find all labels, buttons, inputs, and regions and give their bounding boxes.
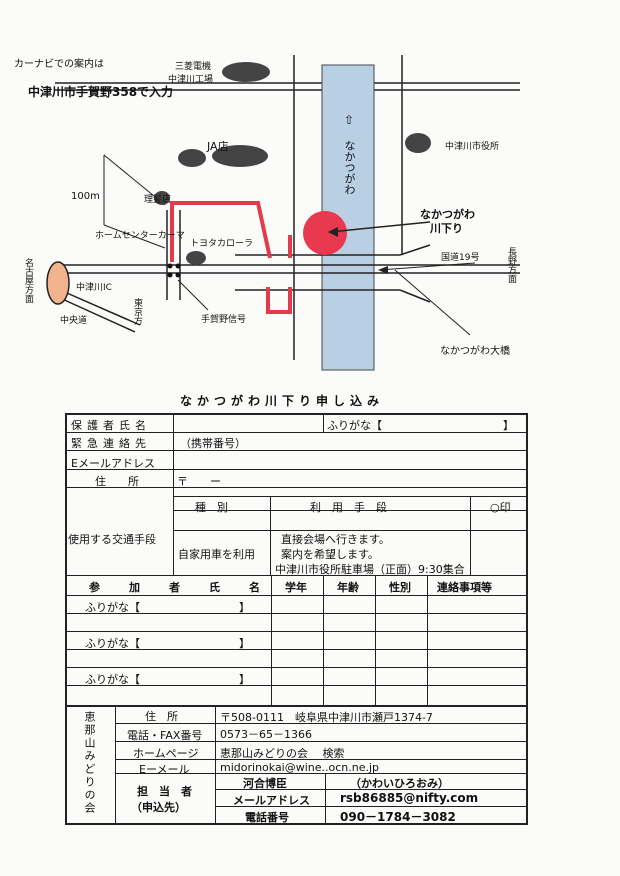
- postal-field[interactable]: 〒 ー: [177, 475, 221, 488]
- building-marker: [212, 145, 268, 167]
- org-tel: 0573－65－1366: [220, 728, 312, 741]
- age-header: 年齢: [337, 581, 359, 594]
- org-address: 〒508-0111 岐阜県中津川市瀬戸1374-7: [220, 711, 433, 724]
- nagano-direction: 長野方面: [506, 247, 516, 283]
- participant-name-header: 参 加 者 氏 名: [89, 581, 269, 594]
- transport-label: 使用する交通手段: [68, 533, 156, 546]
- distance-label: 100m: [71, 191, 100, 202]
- river-label: なかつがわ: [343, 140, 356, 195]
- mitsubishi-line1: 三菱電機: [175, 62, 212, 72]
- barber-label: 理髪店: [144, 195, 172, 205]
- mobile-label[interactable]: （携帯番号）: [180, 437, 246, 450]
- toyota-label: トヨタカローラ: [190, 239, 254, 249]
- bridge-label: なかつがわ大橋: [440, 346, 510, 357]
- chuo-label: 中央道: [60, 316, 88, 326]
- guardian-name-label: 保護者氏名: [71, 419, 151, 432]
- ic-marker: [46, 261, 70, 305]
- nagoya-direction: 名古屋方面: [23, 258, 33, 303]
- notes-header: 連絡事項等: [437, 581, 492, 594]
- person-tel-label: 電話番号: [245, 811, 289, 824]
- org-email[interactable]: midorinokai@wine..ocn.ne.jp: [220, 761, 380, 774]
- application-form: 保護者氏名 ふりがな【 】 緊急連絡先 （携帯番号） Eメールアドレス 住 所 …: [65, 413, 528, 825]
- mitsubishi-marker: [222, 62, 270, 82]
- rafting-line1: なかつがわ: [420, 208, 475, 221]
- home-center-label: ホームセンターカーマ: [95, 231, 185, 241]
- org-tel-label: 電話・FAX番号: [127, 729, 203, 742]
- person-email-label: メールアドレス: [233, 794, 310, 807]
- access-map: [46, 55, 520, 371]
- participant-furigana-3[interactable]: ふりがな【 】: [85, 673, 250, 686]
- person-email[interactable]: rsb86885@nifty.com: [340, 791, 479, 805]
- guardian-furigana[interactable]: ふりがな【 】: [327, 419, 514, 432]
- mitsubishi-line2: 中津川工場: [168, 75, 214, 85]
- ja-marker: [178, 149, 206, 167]
- person-label: 担 当 者: [137, 785, 192, 798]
- river-arrow-icon: ⇧: [344, 113, 355, 127]
- category-header: 種 別: [195, 501, 228, 514]
- carnavi-label: カーナビでの案内は: [14, 59, 104, 70]
- carnavi-address: 中津川市手賀野358で入力: [28, 85, 174, 99]
- tokyo-direction: 東京方: [132, 298, 142, 325]
- toyota-marker: [186, 251, 206, 265]
- circle-mark-header: ○印: [490, 501, 511, 514]
- option-meeting[interactable]: 中津川市役所駐車場（正面）9:30集合: [275, 563, 465, 576]
- car-use-label: 自家用車を利用: [178, 548, 255, 561]
- emergency-label: 緊急連絡先: [71, 437, 151, 450]
- person-kana: （かわいひろおみ）: [350, 777, 449, 790]
- org-homepage-label: ホームページ: [133, 747, 199, 760]
- ic-label: 中津川IC: [76, 283, 112, 293]
- participant-furigana-1[interactable]: ふりがな【 】: [85, 601, 250, 614]
- address-label: 住 所: [95, 475, 139, 488]
- person-tel: 090－1784－3082: [340, 810, 456, 824]
- barber-marker: [154, 191, 170, 205]
- ja-label: JA店: [207, 140, 229, 153]
- email-label: Eメールアドレス: [71, 457, 155, 470]
- city-office-marker: [405, 133, 431, 153]
- participant-furigana-2[interactable]: ふりがな【 】: [85, 637, 250, 650]
- org-homepage[interactable]: 恵那山みどりの会 検索: [220, 747, 345, 760]
- person-sub-label: （申込先）: [131, 801, 186, 814]
- option-direct[interactable]: 直接会場へ行きます。: [281, 533, 390, 546]
- grade-header: 学年: [285, 581, 307, 594]
- national-road-label: 国道19号: [441, 253, 480, 263]
- signal-label: 手賀野信号: [201, 315, 247, 325]
- org-address-label: 住 所: [145, 710, 178, 723]
- option-guide[interactable]: 案内を希望します。: [281, 548, 379, 561]
- city-office-label: 中津川市役所: [445, 142, 500, 152]
- gender-header: 性別: [389, 581, 411, 594]
- rafting-venue-marker: [303, 211, 347, 255]
- form-title: なかつがわ川下り申し込み: [180, 394, 385, 408]
- rafting-line2: 川下り: [430, 222, 463, 235]
- org-email-label: Eーメール: [139, 763, 190, 776]
- person-name: 河合博臣: [243, 777, 287, 790]
- usage-means-header: 利 用 手 段: [310, 501, 387, 514]
- org-name: 恵那山みどりの会: [83, 711, 96, 815]
